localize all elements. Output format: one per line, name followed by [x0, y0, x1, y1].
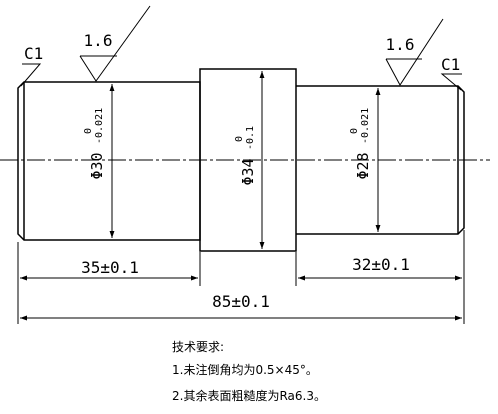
diameter-left-upper-tol: 0: [83, 128, 94, 134]
diameter-right-upper-tol: 0: [349, 128, 360, 134]
diameter-right-label: Φ28: [354, 152, 372, 179]
technical-requirement-1: 1.未注倒角均为0.5×45°。: [172, 363, 318, 377]
chamfer-right-label: C1: [441, 55, 460, 74]
diameter-middle-label: Φ34: [239, 158, 257, 185]
diameter-left-lower-tol: -0.021: [94, 108, 105, 144]
diameter-middle-upper-tol: 0: [234, 136, 245, 142]
extension-lines: [17, 230, 465, 324]
shaft-right-section: [296, 85, 465, 235]
roughness-left-value: 1.6: [84, 31, 113, 50]
shaft-left-section: [17, 81, 201, 241]
technical-requirement-2: 2.其余表面粗糙度为Ra6.3。: [172, 389, 326, 403]
diameter-middle-lower-tol: -0.1: [245, 126, 256, 150]
roughness-symbol-right: [385, 18, 444, 86]
chamfer-left-label: C1: [24, 44, 43, 63]
diameter-left-label: Φ30: [88, 152, 106, 179]
length-right-label: 32±0.1: [352, 255, 410, 274]
length-left-label: 35±0.1: [81, 258, 139, 277]
chamfer-right-leader: [440, 73, 462, 91]
roughness-right-value: 1.6: [386, 35, 415, 54]
roughness-symbol-left: [79, 5, 151, 82]
diameter-right-lower-tol: -0.021: [360, 108, 371, 144]
chamfer-left-leader: [20, 63, 42, 87]
length-total-label: 85±0.1: [212, 292, 270, 311]
technical-requirements-title: 技术要求:: [172, 340, 225, 354]
shaft-middle-section: [199, 68, 297, 252]
